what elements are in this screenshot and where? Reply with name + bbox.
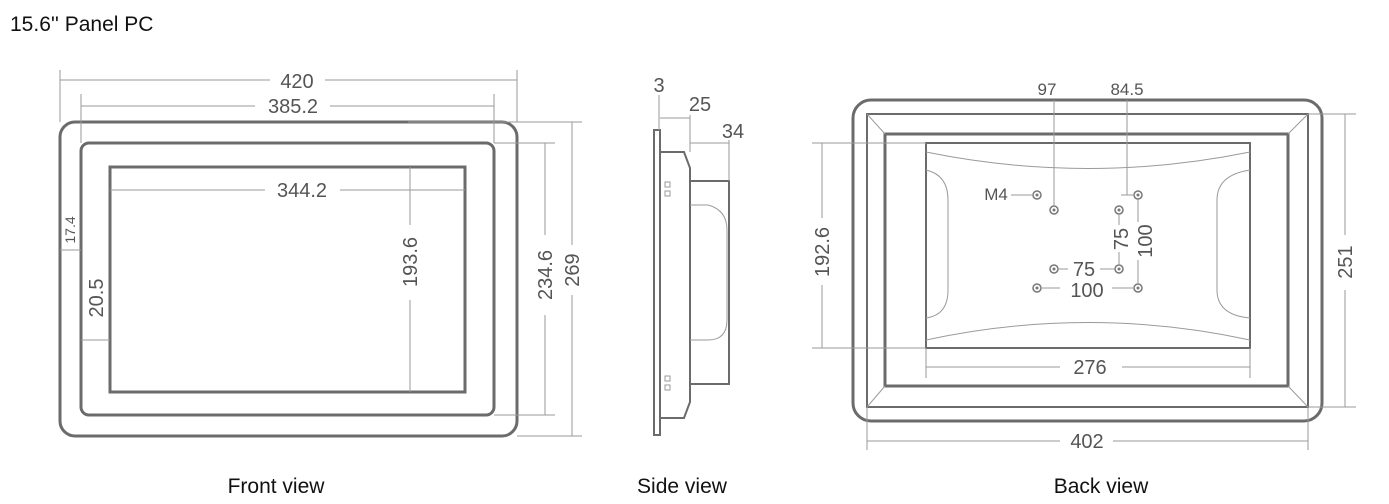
mount-hole bbox=[1032, 283, 1042, 293]
mount-hole bbox=[1049, 205, 1059, 215]
side-dimension-lines bbox=[658, 95, 730, 181]
mount-hole bbox=[1133, 190, 1143, 200]
side-front-plate bbox=[653, 129, 661, 436]
mount-hole bbox=[1049, 264, 1059, 274]
front-outer-frame bbox=[58, 120, 519, 438]
dim-top-left-offset: 97 bbox=[1038, 80, 1057, 99]
dim-top-margin: 17.4 bbox=[62, 216, 78, 243]
dim-screen-height: 193.6 bbox=[400, 237, 422, 287]
front-bezel bbox=[79, 141, 496, 417]
dim-panel-width: 276 bbox=[1073, 357, 1106, 379]
dim-vesa-large-height: 100 bbox=[1135, 224, 1157, 257]
front-view: 420 385.2 344.2 193.6 234.6 269 17.4 20.… bbox=[58, 70, 584, 498]
dim-vesa-small-height: 75 bbox=[1111, 228, 1133, 250]
front-screen bbox=[108, 165, 467, 394]
dim-panel-height: 192.6 bbox=[812, 227, 834, 277]
dim-frame-width: 402 bbox=[1070, 431, 1103, 453]
back-cover bbox=[925, 142, 1251, 349]
back-panel bbox=[883, 132, 1290, 388]
back-cover-contours bbox=[925, 151, 1251, 341]
dim-bezel-height: 234.6 bbox=[535, 250, 557, 300]
side-view-label: Side view bbox=[637, 475, 728, 498]
mount-hole bbox=[1114, 264, 1124, 274]
dim-outer-height: 269 bbox=[562, 253, 584, 286]
dim-frame-height: 251 bbox=[1335, 245, 1357, 278]
screw-spec-label: M4 bbox=[984, 185, 1008, 204]
side-vents bbox=[664, 181, 671, 391]
dim-outer-width: 420 bbox=[280, 71, 313, 93]
back-outer-frame bbox=[851, 98, 1324, 423]
dim-side-margin: 20.5 bbox=[86, 279, 108, 318]
side-back-box bbox=[689, 180, 730, 385]
back-dimension-lines bbox=[812, 100, 1356, 450]
mount-hole bbox=[1032, 190, 1042, 200]
dim-screen-width: 344.2 bbox=[277, 180, 327, 202]
front-view-label: Front view bbox=[228, 475, 326, 498]
side-view: 3 25 34 Side view bbox=[637, 75, 744, 498]
back-view-label: Back view bbox=[1054, 475, 1149, 498]
back-bevel-lines bbox=[866, 113, 1309, 408]
dim-plate: 3 bbox=[653, 75, 664, 97]
mount-hole bbox=[1133, 283, 1143, 293]
dim-top-right-offset: 84.5 bbox=[1110, 80, 1143, 99]
back-inner-frame bbox=[866, 113, 1309, 408]
front-dimension-lines bbox=[59, 70, 582, 437]
back-view: 97 84.5 M4 75 100 75 100 192.6 276 402 2… bbox=[812, 80, 1357, 498]
drawing-title: 15.6'' Panel PC bbox=[10, 13, 153, 36]
mount-hole bbox=[1114, 205, 1124, 215]
dim-vesa-large-width: 100 bbox=[1070, 280, 1103, 302]
dim-total-depth: 34 bbox=[722, 121, 744, 143]
dim-vesa-small-width: 75 bbox=[1073, 259, 1095, 281]
side-box-recess bbox=[690, 204, 728, 341]
dim-body: 25 bbox=[689, 94, 711, 116]
dim-bezel-width: 385.2 bbox=[268, 96, 318, 118]
